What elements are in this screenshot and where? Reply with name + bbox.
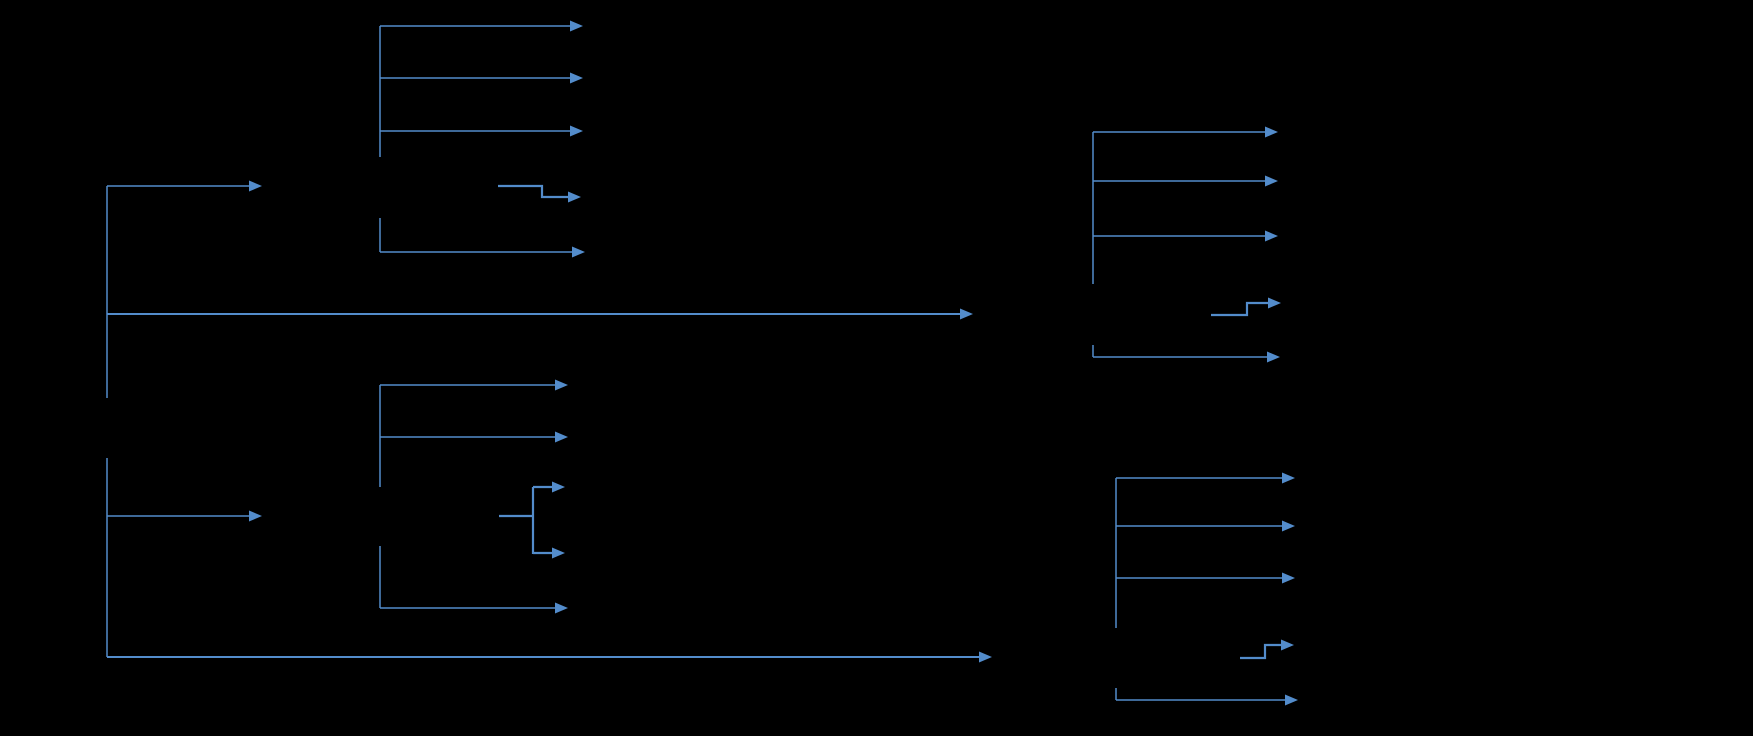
arrowhead-icon [1282, 472, 1295, 484]
arrowhead-icon [249, 180, 262, 192]
arrowhead-icon [1282, 572, 1295, 584]
arrowhead-icon [572, 246, 585, 258]
top-left-fan [379, 20, 585, 258]
arrowhead-icon [1265, 175, 1278, 187]
arrowhead-icon [1265, 126, 1278, 138]
arrowhead-icon [1285, 694, 1298, 706]
middle-left-fan [379, 379, 568, 614]
connector-line [1211, 301, 1268, 317]
root-node-connectors [106, 180, 992, 663]
arrowhead-icon [570, 72, 583, 84]
arrowhead-icon [552, 547, 565, 559]
arrowhead-icon [555, 431, 568, 443]
right-lower-fan [1115, 472, 1298, 706]
arrowhead-icon [570, 20, 583, 32]
arrowhead-icon [979, 651, 992, 663]
connector-line [498, 184, 568, 199]
connector-line [1240, 643, 1281, 660]
arrowhead-icon [568, 191, 581, 203]
right-upper-fan [1092, 126, 1281, 363]
arrowhead-icon [249, 510, 262, 522]
arrowhead-icon [555, 379, 568, 391]
arrowhead-icon [552, 481, 565, 493]
arrowhead-icon [555, 602, 568, 614]
arrowhead-icon [1282, 520, 1295, 532]
arrowhead-icon [960, 308, 973, 320]
arrowhead-icon [1265, 230, 1278, 242]
arrowhead-icon [1281, 639, 1294, 651]
arrowhead-icon [1268, 297, 1281, 309]
arrowhead-icon [570, 125, 583, 137]
arrowhead-icon [1267, 351, 1280, 363]
